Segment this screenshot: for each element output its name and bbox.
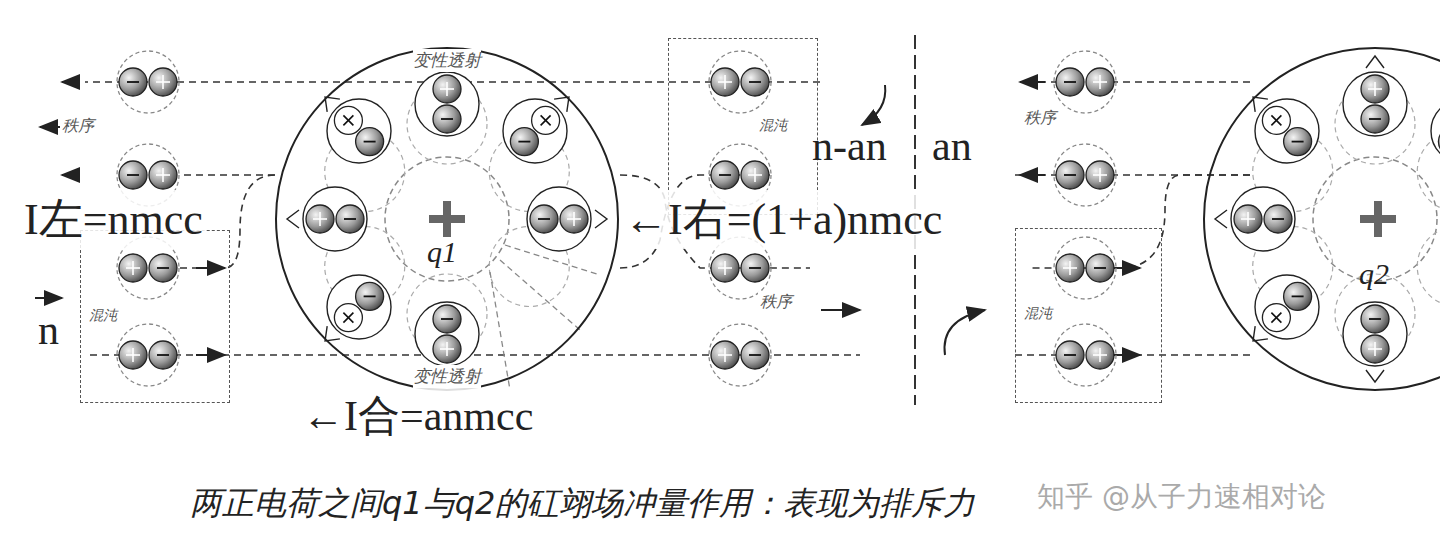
region-label: 混沌 <box>759 117 787 135</box>
order-label: 秩序 <box>1022 108 1058 129</box>
flux-term: an <box>930 122 974 170</box>
region-label: 混沌 <box>89 307 117 325</box>
region-label: 混沌 <box>1024 305 1052 323</box>
caption: 两正电荷之间q1与q2的矼翊场冲量作用：表现为排斥力 <box>190 482 975 526</box>
impulse-formula: ←I右=(1+a)nmcc <box>622 190 944 249</box>
charge-name: q2 <box>1359 257 1389 291</box>
circle-outline <box>1203 47 1440 391</box>
flux-symbol: n <box>36 306 61 354</box>
dashed-region: 混沌 <box>1015 228 1162 403</box>
charge-circle: q2 <box>1203 47 1440 391</box>
charge-circle: 变性透射变性透射q1 <box>275 47 619 391</box>
flux-term: n-an <box>810 122 889 170</box>
watermark: 知乎 @从子力速相对论 <box>1035 478 1328 516</box>
zone-label: 变性透射 <box>413 49 481 72</box>
dashed-region: 混沌 <box>80 230 230 403</box>
dashed-region: 混沌 <box>668 38 818 215</box>
impulse-formula: I左=nmcc <box>22 190 205 249</box>
zone-label: 变性透射 <box>413 365 481 388</box>
order-label: 秩序 <box>60 116 96 137</box>
charge-name: q1 <box>427 235 457 269</box>
charge-circle: q1 <box>387 159 507 279</box>
circle-outline <box>275 47 619 391</box>
order-label: 秩序 <box>758 292 794 313</box>
impulse-formula: ←I合=anmcc <box>300 388 535 444</box>
